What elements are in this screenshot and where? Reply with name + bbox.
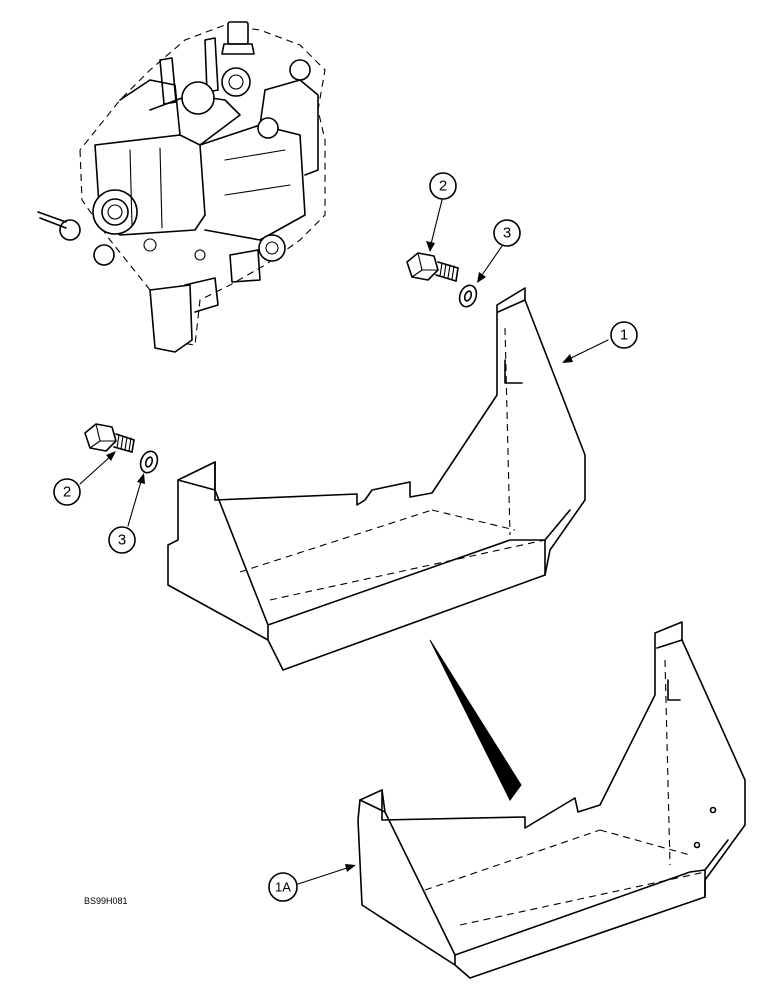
washer-top — [458, 284, 478, 308]
callout-3-left-label: 3 — [118, 532, 126, 549]
bolt-left — [84, 423, 135, 453]
washer-left — [139, 450, 159, 474]
leader-lines — [79, 199, 609, 885]
control-valve-assembly — [37, 21, 326, 353]
drawing-code: BS99H081 — [84, 896, 128, 906]
shield-lower — [357, 621, 746, 979]
callout-3-top: 3 — [493, 219, 521, 247]
callout-2-left: 2 — [53, 478, 81, 506]
callout-1a: 1A — [268, 872, 298, 902]
callout-3-top-label: 3 — [503, 225, 511, 242]
callout-1-label: 1 — [620, 327, 628, 344]
callout-1a-label: 1A — [275, 880, 291, 895]
direction-arrow — [429, 639, 522, 801]
callout-2-top-label: 2 — [439, 178, 447, 195]
callout-2-top: 2 — [429, 172, 457, 200]
callout-3-left: 3 — [108, 526, 136, 554]
callout-2-left-label: 2 — [63, 484, 71, 501]
callout-1: 1 — [610, 321, 638, 349]
shield-upper — [167, 287, 586, 671]
bolt-top — [406, 252, 459, 282]
